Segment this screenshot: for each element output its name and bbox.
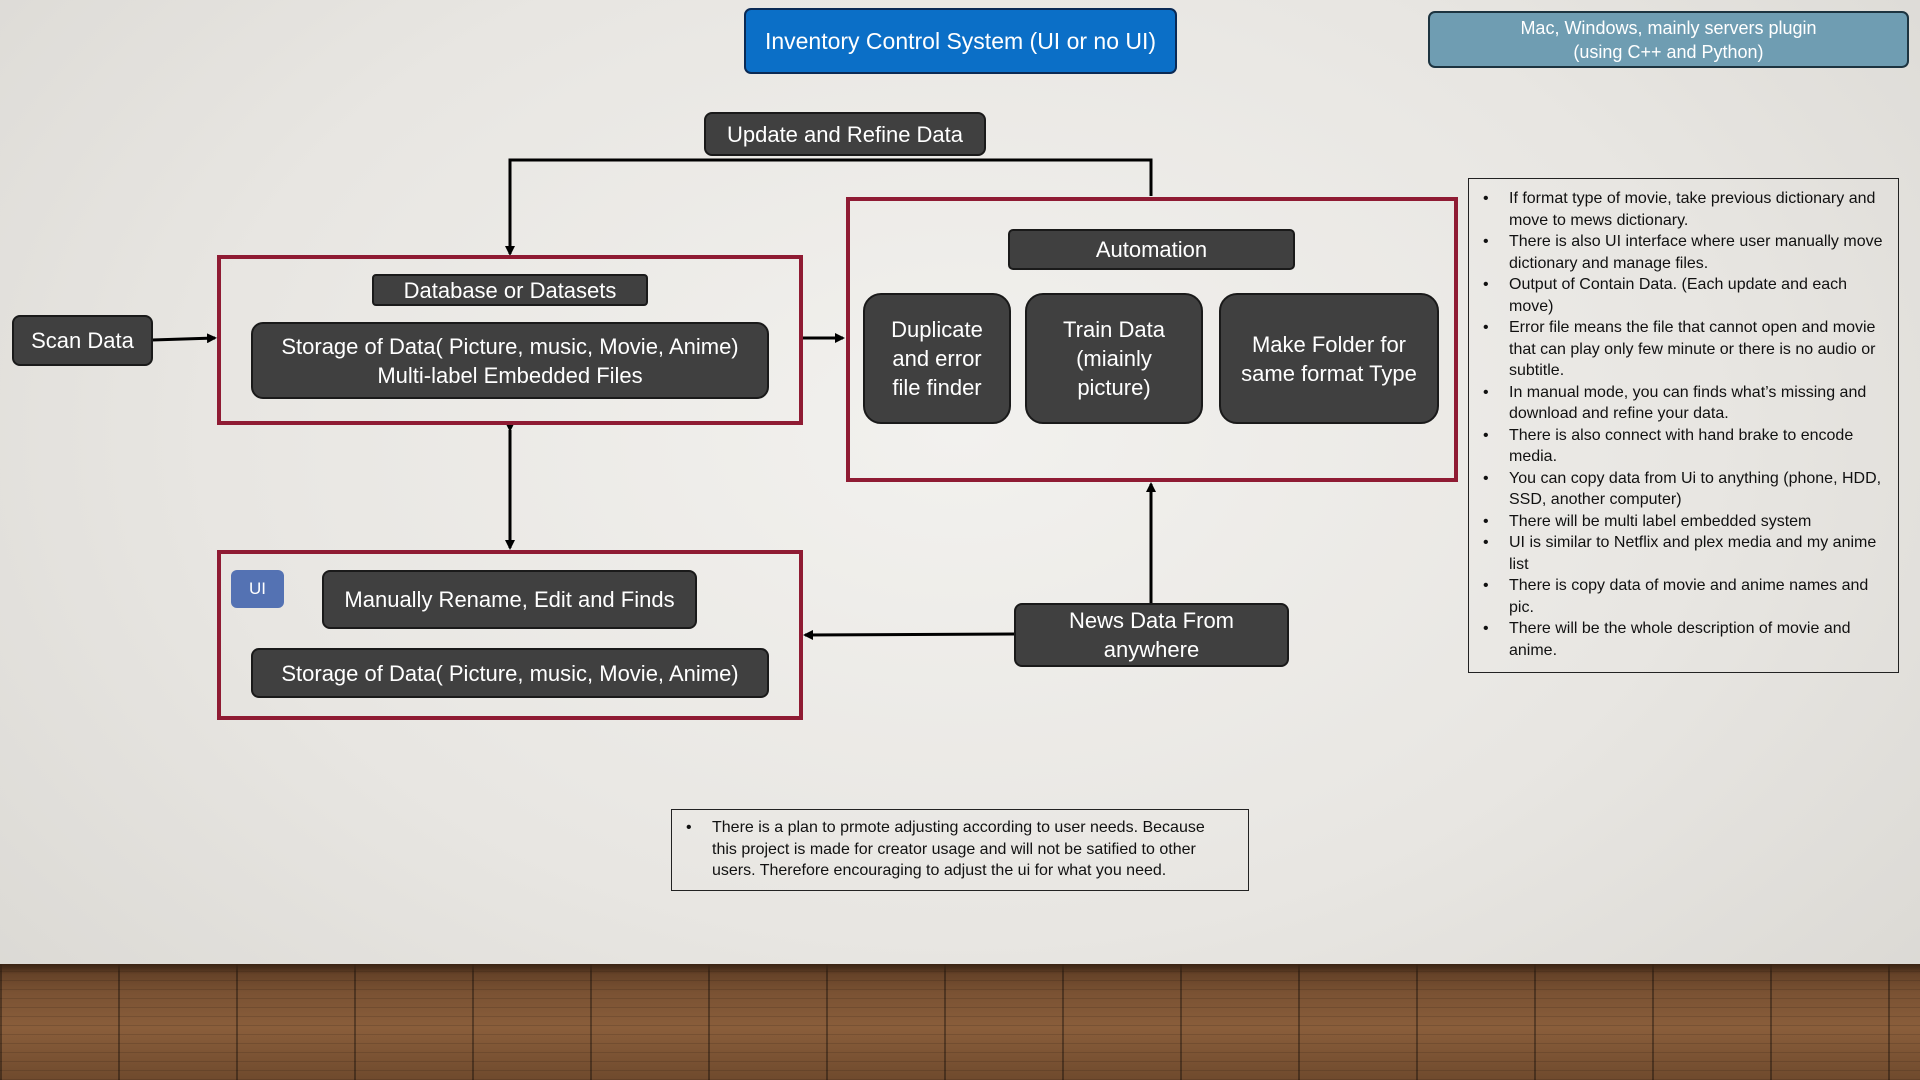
note-item: There is also UI interface where user ma…: [1469, 231, 1884, 274]
diagram-title-text: Inventory Control System (UI or no UI): [764, 27, 1157, 54]
update-refine-node: Update and Refine Data: [704, 112, 986, 156]
note-item: There is also connect with hand brake to…: [1469, 425, 1884, 468]
automation-group: [846, 197, 1458, 482]
database-group: [217, 255, 803, 425]
duplicate-finder-line3: file finder: [892, 375, 982, 400]
news-data-line2: anywhere: [1103, 637, 1200, 662]
ui-group: [217, 550, 803, 720]
note-item: Output of Contain Data. (Each update and…: [1469, 274, 1884, 317]
note-item: In manual mode, you can finds what’s mis…: [1469, 382, 1884, 425]
train-data-line1: Train Data: [1063, 317, 1165, 342]
ui-badge-label: UI: [249, 579, 266, 598]
scan-to-database-arrow: [151, 333, 217, 344]
note-item: Error file means the file that cannot op…: [1469, 317, 1884, 382]
notes-panel: If format type of movie, take previous d…: [1468, 178, 1899, 673]
notes-list: If format type of movie, take previous d…: [1469, 188, 1884, 661]
train-data-line2: (miainly: [1076, 346, 1152, 371]
scan-data-node: Scan Data: [12, 315, 153, 366]
make-folder-line2: same format Type: [1241, 360, 1417, 386]
automation-heading: Automation: [1095, 237, 1208, 262]
database-storage-line2: Multi-label Embedded Files: [377, 362, 643, 388]
database-heading-node: Database or Datasets: [372, 274, 648, 306]
platform-note: Mac, Windows, mainly servers plugin (usi…: [1428, 11, 1909, 68]
duplicate-finder-line2: and error: [892, 346, 982, 371]
automation-heading-node: Automation: [1008, 229, 1295, 270]
make-folder-node: Make Folder for same format Type: [1219, 293, 1439, 424]
note-item: If format type of movie, take previous d…: [1469, 188, 1884, 231]
note-item: You can copy data from Ui to anything (p…: [1469, 468, 1884, 511]
bottom-note-text: There is a plan to prmote adjusting acco…: [672, 817, 1234, 882]
train-data-line3: picture): [1077, 375, 1151, 400]
manual-rename-label: Manually Rename, Edit and Finds: [344, 587, 675, 612]
update-refine-label: Update and Refine Data: [726, 121, 964, 147]
scan-data-label: Scan Data: [31, 328, 134, 353]
note-item: There will be the whole description of m…: [1469, 618, 1884, 661]
wood-floor-background: [0, 964, 1920, 1080]
note-item: There is copy data of movie and anime na…: [1469, 575, 1884, 618]
news-data-node: News Data From anywhere: [1014, 603, 1289, 667]
ui-storage-node: Storage of Data( Picture, music, Movie, …: [251, 648, 769, 698]
news-data-line1: News Data From: [1068, 608, 1235, 633]
note-item: UI is similar to Netflix and plex media …: [1469, 532, 1884, 575]
ui-badge: UI: [231, 570, 284, 608]
news-to-ui-arrow: [803, 629, 1016, 640]
diagram-title: Inventory Control System (UI or no UI): [744, 8, 1177, 74]
train-data-node: Train Data (miainly picture): [1025, 293, 1203, 424]
platform-note-line2: (using C++ and Python): [1573, 41, 1764, 62]
database-heading: Database or Datasets: [403, 277, 617, 303]
note-item: There will be multi label embedded syste…: [1469, 511, 1884, 533]
duplicate-finder-node: Duplicate and error file finder: [863, 293, 1011, 424]
ui-storage-label: Storage of Data( Picture, music, Movie, …: [281, 660, 739, 686]
manual-rename-node: Manually Rename, Edit and Finds: [322, 570, 697, 629]
database-storage-node: Storage of Data( Picture, music, Movie, …: [251, 322, 769, 399]
make-folder-line1: Make Folder for: [1251, 331, 1407, 357]
database-storage-line1: Storage of Data( Picture, music, Movie, …: [281, 333, 739, 359]
platform-note-line1: Mac, Windows, mainly servers plugin: [1520, 17, 1817, 38]
duplicate-finder-line1: Duplicate: [891, 317, 983, 342]
bottom-note: There is a plan to prmote adjusting acco…: [671, 809, 1249, 891]
